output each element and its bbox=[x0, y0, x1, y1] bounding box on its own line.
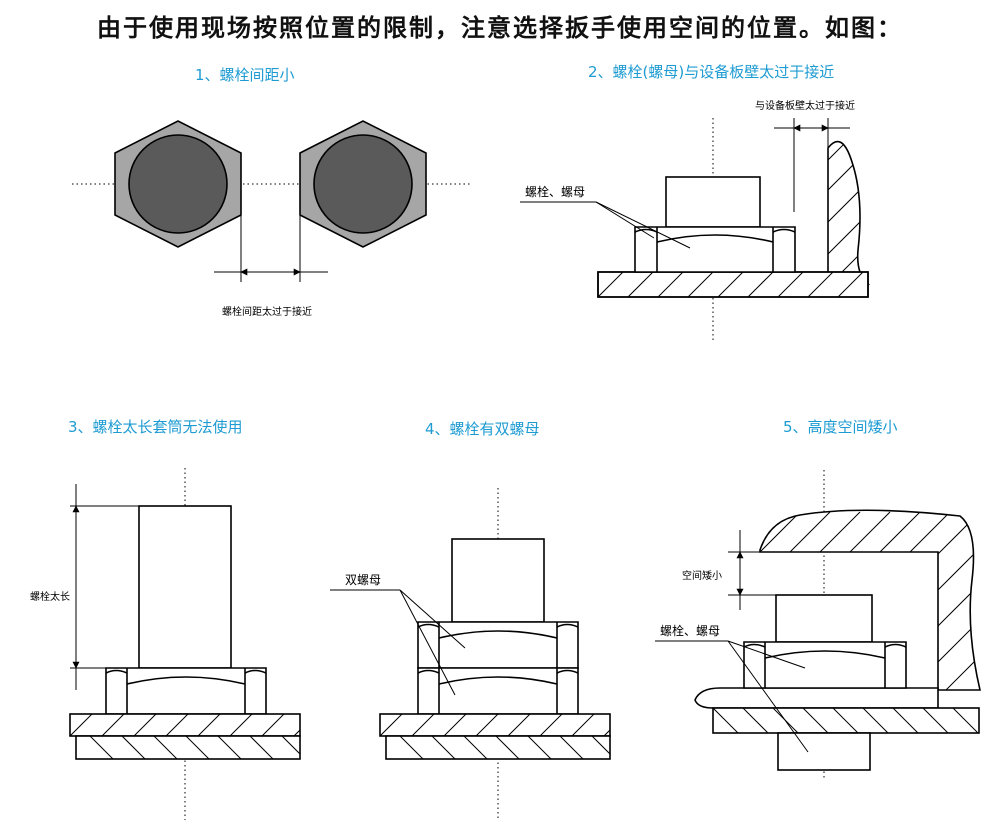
nut bbox=[634, 226, 796, 273]
plate-lower bbox=[385, 735, 611, 760]
page-heading: 由于使用现场按照位置的限制，注意选择扳手使用空间的位置。如图： bbox=[97, 14, 903, 42]
plate-lower bbox=[75, 735, 301, 760]
bolt-shank bbox=[451, 538, 545, 623]
panel-bolt-spacing: 1、螺栓间距小 螺栓间距太过于接近 bbox=[72, 66, 472, 318]
panel1-note: 螺栓间距太过于接近 bbox=[222, 305, 312, 318]
panel-low-height: 5、高度空间矮小 bbox=[655, 418, 982, 780]
equipment-wall bbox=[827, 140, 871, 285]
nut bbox=[105, 667, 267, 715]
bolt-tail bbox=[777, 732, 871, 771]
panel5-note: 空间矮小 bbox=[682, 569, 722, 582]
bolt-shank bbox=[665, 176, 761, 228]
panel5-title: 5、高度空间矮小 bbox=[783, 418, 898, 436]
panel4-label: 双螺母 bbox=[345, 573, 381, 587]
long-bolt bbox=[138, 505, 232, 669]
lower-nut bbox=[417, 667, 579, 715]
panel-wall-proximity: 2、螺栓(螺母)与设备板壁太过于接近 与设备板壁太过于接近 bbox=[520, 63, 871, 340]
panel1-title: 1、螺栓间距小 bbox=[195, 66, 295, 84]
bolt-shank bbox=[775, 594, 873, 643]
upper-housing bbox=[759, 509, 982, 691]
base-plate bbox=[597, 271, 869, 298]
panel-double-nut: 4、螺栓有双螺母 双螺母 bbox=[330, 420, 611, 820]
panel-long-bolt: 3、螺栓太长套筒无法使用 螺栓太长 bbox=[30, 418, 301, 820]
panel3-label: 螺栓太长 bbox=[30, 590, 70, 603]
panel3-title: 3、螺栓太长套筒无法使用 bbox=[68, 418, 243, 436]
panel5-label: 螺栓、螺母 bbox=[660, 623, 720, 638]
bolt-head-right bbox=[313, 134, 413, 234]
upper-nut bbox=[417, 621, 579, 669]
panel2-title: 2、螺栓(螺母)与设备板壁太过于接近 bbox=[588, 63, 834, 81]
panel2-label: 螺栓、螺母 bbox=[525, 184, 585, 199]
panel2-note: 与设备板壁太过于接近 bbox=[755, 99, 855, 112]
nut bbox=[743, 641, 907, 689]
bolt-head-left bbox=[128, 134, 228, 234]
panel4-title: 4、螺栓有双螺母 bbox=[425, 420, 540, 438]
